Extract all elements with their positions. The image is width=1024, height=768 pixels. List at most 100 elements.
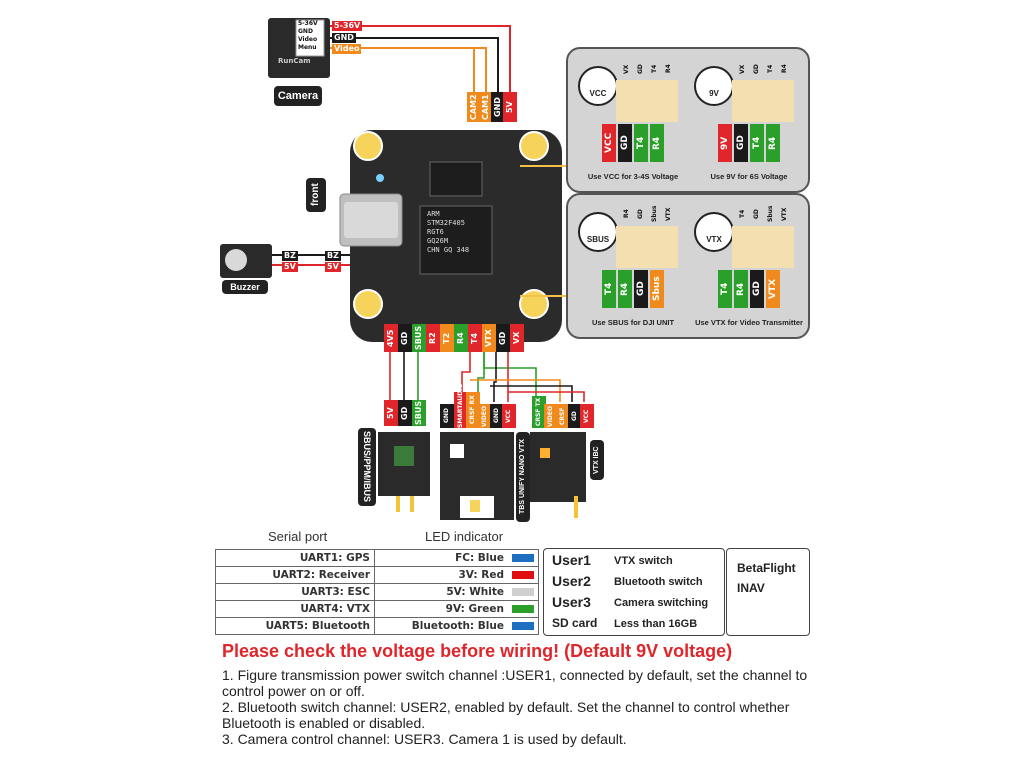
panel-top-pin: T4 [739,209,746,219]
panel-top-pin: T4 [767,64,774,74]
uart-port: UART3: [301,586,344,598]
panel-caption: Use 9V for 6S Voltage [710,172,788,181]
panel-top-pin: T4 [651,64,658,74]
user-channel-table: User1 VTX switch User2 Bluetooth switch … [543,548,725,636]
user-key: SD card [552,616,598,630]
panel-pin: GD [634,270,648,308]
user-key: User1 [552,552,591,568]
uart-use: Receiver [318,569,370,581]
led-name: FC: [455,552,475,564]
connector-housing [616,226,678,268]
buzzer-label: Buzzer [222,280,268,294]
vtx-ibc-pin: VCC [580,404,594,428]
panel-pin: R4 [734,270,748,308]
fc-bottom-pin: VTX [482,324,496,352]
note-item: 3. Camera control channel: USER3. Camera… [222,731,627,747]
led-color: White [469,586,504,598]
panel-top-pin: VTX [665,207,672,221]
firmware-name: BetaFlight [737,561,796,575]
connector-housing [732,226,794,268]
fc-bottom-pin: R4 [454,324,468,352]
panel-icon: VCC [578,66,618,106]
panel-pin: VCC [602,124,616,162]
connector-housing [616,80,678,122]
panel-top-pin: VX [739,64,746,74]
led-indicator-heading: LED indicator [425,529,504,544]
panel-pin: R4 [650,124,664,162]
panel-icon: VTX [694,212,734,252]
firmware-name: INAV [737,581,765,595]
led-swatch [512,554,534,562]
led-color: Green [468,603,504,615]
fc-bottom-pin: T4 [468,324,482,352]
camera-brand: RunCam [278,57,311,65]
panel-pin: GD [734,124,748,162]
vtx-unify-pin: VCC [502,404,516,428]
panel-pin: Sbus [650,270,664,308]
serial-port-heading: Serial port [268,529,328,544]
panel-caption: Use SBUS for DJI UNIT [591,318,675,327]
receiver-pin-sbus: SBUS [412,400,426,426]
serial-led-table: UART1: GPS FC: Blue UART2: Receiver 3V: … [215,549,539,635]
camera-wire-label-power: 5-36V [332,21,363,31]
panel-option-vtx: VTX T4 GD Sbus VTX T4 R4 GD VTX Use VTX … [694,204,804,332]
buzzer-pin-bz: BZ [282,251,298,261]
panel-top-pin: GD [637,64,644,74]
camera-wire-label-gnd: GND [332,33,356,43]
buzzer-pin-bz-board: BZ [325,251,341,261]
fc-bottom-pin: GD [398,324,412,352]
connector-housing [732,80,794,122]
panel-pin: GD [618,124,632,162]
vtx-unify-label: TBS UNIFY NANO VTX [516,432,530,522]
voltage-warning: Please check the voltage before wiring! … [222,641,733,661]
table-row: UART3: ESC 5V: White [215,583,539,601]
uart-port: UART4: [300,603,343,615]
table-row: UART2: Receiver 3V: Red [215,566,539,584]
uart-use: Bluetooth [311,620,370,632]
uart-use: ESC [347,586,370,598]
buzzer-pin-5v-board: 5V [325,262,341,272]
panel-pin: T4 [634,124,648,162]
led-name: 9V: [445,603,465,615]
fc-bottom-pin: 4V5 [384,324,398,352]
user-val: Bluetooth switch [614,576,703,588]
vtx-ibc-module [530,432,586,502]
uart-port: UART2: [272,569,316,581]
table-row: UART4: VTX 9V: Green [215,600,539,618]
panel-pin: R4 [766,124,780,162]
panel-pin: VTX [766,270,780,308]
panel-pin: T4 [718,270,732,308]
panel-pin: T4 [750,124,764,162]
vtx-ibc-label: VTX IBC [590,440,604,480]
camera-wire-label-video: Video [332,44,362,54]
panel-option-vcc: VCC VX GD T4 R4 VCC GD T4 R4 Use VCC for… [578,58,688,186]
user-key: User2 [552,573,591,589]
panel-top-pin: GD [753,209,760,219]
fc-bottom-pin: VX [510,324,524,352]
user-val: Camera switching [614,597,709,609]
fc-bottom-pin: R2 [426,324,440,352]
led-color: Blue [477,620,504,632]
panel-icon: 9V [694,66,734,106]
flight-controller-board [339,130,562,342]
user-key: User3 [552,594,591,610]
panel-top-pin: GD [637,209,644,219]
led-swatch [512,605,534,613]
table-row: UART5: Bluetooth Bluetooth: Blue [215,617,539,635]
led-swatch [512,588,534,596]
panel-pin: R4 [618,270,632,308]
uart-use: GPS [346,552,370,564]
led-name: 5V: [446,586,466,598]
panel-top-pin: R4 [623,209,630,219]
fc-bottom-pin: GD [496,324,510,352]
table-row: UART1: GPS FC: Blue [215,549,539,567]
uart-port: UART1: [299,552,343,564]
firmware-box: BetaFlight INAV [726,548,810,636]
panel-icon: SBUS [578,212,618,252]
fc-bottom-pin: T2 [440,324,454,352]
panel-option-9v: 9V VX GD T4 R4 9V GD T4 R4 Use 9V for 6S… [694,58,804,186]
panel-top-pin: Sbus [651,205,658,223]
led-color: Red [481,569,504,581]
